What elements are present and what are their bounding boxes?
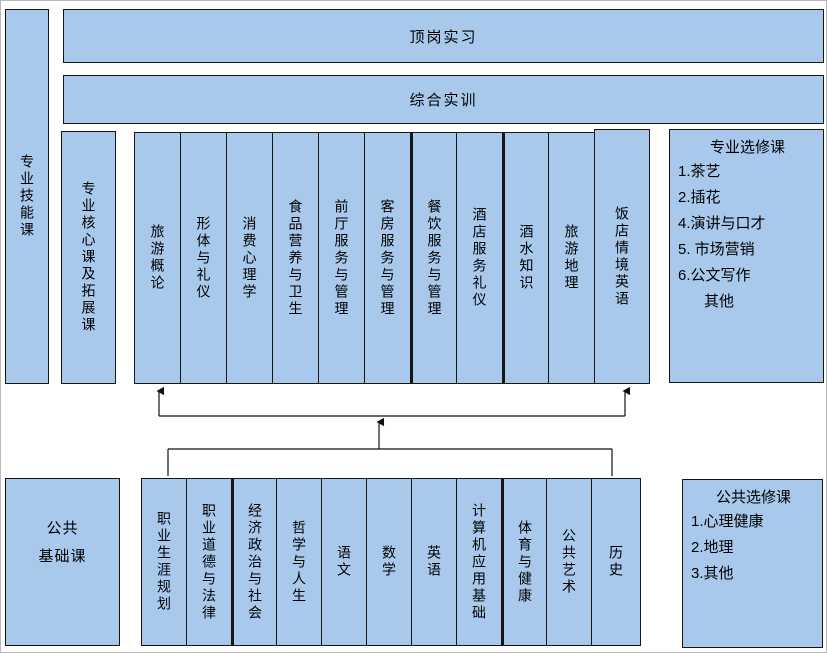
course-column: 英语 [411, 478, 457, 646]
course-label: 历史 [608, 545, 624, 579]
elective-item: 6.公文写作 [678, 267, 751, 284]
course-label: 英语 [426, 545, 442, 579]
course-column: 体育与健康 [501, 478, 547, 646]
course-label: 数学 [381, 545, 397, 579]
elective-item: 1.心理健康 [691, 513, 764, 530]
course-label: 计算机应用基础 [471, 502, 487, 622]
course-column: 语文 [321, 478, 367, 646]
course-column: 历史 [591, 478, 641, 646]
course-label: 经济政治与社会 [247, 502, 263, 622]
internship-bar: 顶岗实习 [63, 9, 824, 63]
training-bar: 综合实训 [63, 75, 824, 124]
course-label: 公共艺术 [561, 528, 577, 596]
course-column: 酒水知识 [502, 132, 549, 384]
course-column: 职业生涯规划 [141, 478, 187, 646]
course-column: 哲学与人生 [276, 478, 322, 646]
public-base-line2: 基础课 [38, 548, 87, 565]
course-label: 旅游地理 [563, 224, 580, 292]
course-column: 形体与礼仪 [180, 132, 227, 384]
elective-item: 2.插花 [678, 189, 721, 206]
public-electives-title: 公共选修课 [715, 489, 791, 506]
course-column: 客房服务与管理 [364, 132, 411, 384]
course-label: 职业道德与法律 [201, 502, 217, 622]
elective-item: 4.演讲与口才 [678, 215, 766, 232]
training-label: 综合实训 [409, 92, 478, 109]
core-course-label: 专业核心课及拓展课 [80, 181, 97, 334]
course-label: 形体与礼仪 [195, 215, 212, 301]
course-label: 饭店情境英语 [614, 205, 630, 308]
course-column: 数学 [366, 478, 412, 646]
elective-item: 其他 [704, 293, 735, 310]
course-column: 餐饮服务与管理 [410, 132, 457, 384]
course-label: 餐饮服务与管理 [426, 198, 443, 318]
skill-course-label: 专业技能课 [19, 154, 35, 239]
course-label: 语文 [336, 545, 352, 579]
professional-electives-box: 专业选修课 1.茶艺 2.插花 4.演讲与口才 5. 市场营销 6.公文写作 其… [669, 129, 824, 383]
course-label: 哲学与人生 [291, 519, 307, 605]
course-column: 职业道德与法律 [186, 478, 232, 646]
professional-electives-title: 专业选修课 [709, 139, 785, 156]
course-column: 饭店情境英语 [594, 129, 650, 384]
public-electives-box: 公共选修课 1.心理健康 2.地理 3.其他 [682, 479, 823, 648]
elective-item: 5. 市场营销 [678, 241, 755, 258]
course-label: 食品营养与卫生 [287, 198, 304, 318]
public-base-box: 公共 基础课 [5, 478, 120, 646]
course-column: 食品营养与卫生 [272, 132, 319, 384]
course-label: 酒水知识 [518, 224, 535, 292]
professional-course-row: 旅游概论 形体与礼仪 消费心理学 食品营养与卫生 前厅服务与管理 客房服务与管理… [134, 129, 650, 384]
course-column: 计算机应用基础 [456, 478, 502, 646]
elective-item: 1.茶艺 [678, 163, 721, 180]
course-column: 消费心理学 [226, 132, 273, 384]
core-course-bar: 专业核心课及拓展课 [61, 131, 116, 384]
course-column: 旅游概论 [134, 132, 181, 384]
elective-item: 3.其他 [691, 565, 734, 582]
course-label: 前厅服务与管理 [333, 198, 350, 318]
public-course-row: 职业生涯规划 职业道德与法律 经济政治与社会 哲学与人生 语文 数学 英语 计算… [141, 478, 641, 646]
course-column: 旅游地理 [548, 132, 595, 384]
public-base-line1: 公共 [46, 520, 79, 537]
course-column: 经济政治与社会 [231, 478, 277, 646]
elective-item: 2.地理 [691, 539, 734, 556]
course-column: 公共艺术 [546, 478, 592, 646]
course-column: 前厅服务与管理 [318, 132, 365, 384]
course-label: 客房服务与管理 [379, 198, 396, 318]
skill-course-bar: 专业技能课 [5, 9, 49, 384]
course-label: 旅游概论 [149, 224, 166, 292]
course-label: 消费心理学 [241, 215, 258, 301]
internship-label: 顶岗实习 [409, 28, 478, 46]
course-label: 酒店服务礼仪 [471, 207, 488, 309]
course-column: 酒店服务礼仪 [456, 132, 503, 384]
course-label: 体育与健康 [517, 519, 533, 605]
course-label: 职业生涯规划 [156, 511, 172, 613]
